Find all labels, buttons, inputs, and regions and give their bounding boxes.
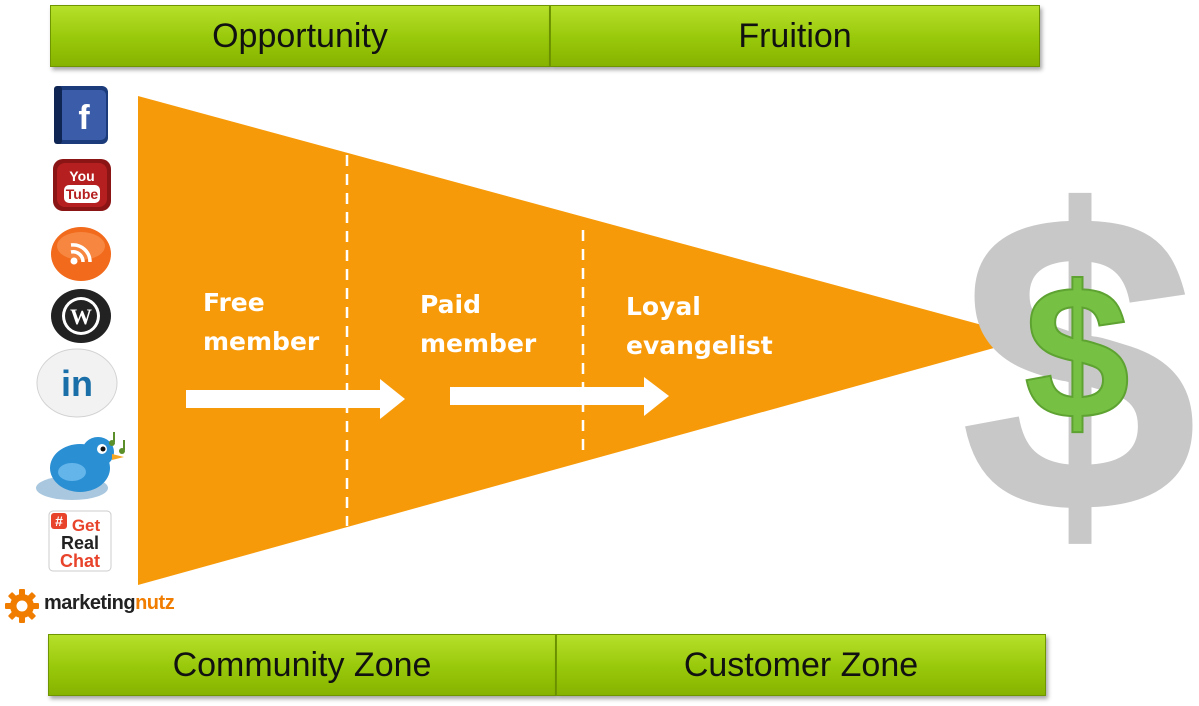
stage-free-line2: member: [203, 327, 320, 356]
stage-paid-member: Paid member: [420, 285, 536, 363]
stage-loyal-line1: Loyal: [626, 292, 701, 321]
stage-paid-line1: Paid: [420, 290, 481, 319]
stage-loyal-line2: evangelist: [626, 331, 773, 360]
twitter-bird-icon: [36, 432, 125, 500]
facebook-icon: f: [54, 86, 108, 144]
linkedin-icon: in: [36, 348, 118, 418]
stage-loyal-evangelist: Loyal evangelist: [626, 287, 773, 365]
opportunity-label: Opportunity: [212, 16, 388, 55]
brand-part-nutz: nutz: [135, 592, 175, 614]
wordpress-icon: W: [51, 289, 111, 343]
opportunity-header: Opportunity: [50, 5, 550, 67]
community-zone-label: Community Zone: [172, 645, 432, 684]
youtube-icon: You Tube: [53, 159, 111, 211]
svg-text:in: in: [61, 363, 93, 404]
svg-text:Real: Real: [61, 533, 99, 553]
fruition-label: Fruition: [738, 16, 852, 55]
svg-text:Chat: Chat: [60, 551, 100, 571]
fruition-header: Fruition: [550, 5, 1040, 67]
stage-free-member: Free member: [203, 283, 319, 361]
stage-free-line1: Free: [203, 288, 265, 317]
svg-text:Tube: Tube: [66, 186, 99, 202]
customer-zone-label: Customer Zone: [683, 645, 919, 684]
stage-paid-line2: member: [420, 329, 537, 358]
get-real-chat-icon: # Get Real Chat: [48, 510, 112, 572]
rss-icon: [51, 227, 111, 281]
brand-part-marketing: marketing: [44, 592, 136, 614]
svg-text:#: #: [55, 513, 63, 529]
svg-text:f: f: [78, 99, 90, 137]
arrow-paid-to-loyal: [450, 377, 669, 416]
customer-zone-footer: Customer Zone: [556, 634, 1046, 696]
community-zone-footer: Community Zone: [48, 634, 556, 696]
svg-text:W: W: [70, 304, 92, 329]
arrow-free-to-paid: [186, 379, 405, 419]
marketingnutz-logo-text: marketingnutz: [44, 592, 175, 615]
dollar-sign-gray: $: [959, 124, 1198, 604]
dollar-sign-green: $: [1024, 247, 1130, 459]
svg-text:You: You: [69, 168, 94, 184]
funnel-shape: [138, 96, 1030, 585]
gear-logo-icon: [5, 589, 39, 623]
svg-text:Get: Get: [72, 516, 101, 535]
